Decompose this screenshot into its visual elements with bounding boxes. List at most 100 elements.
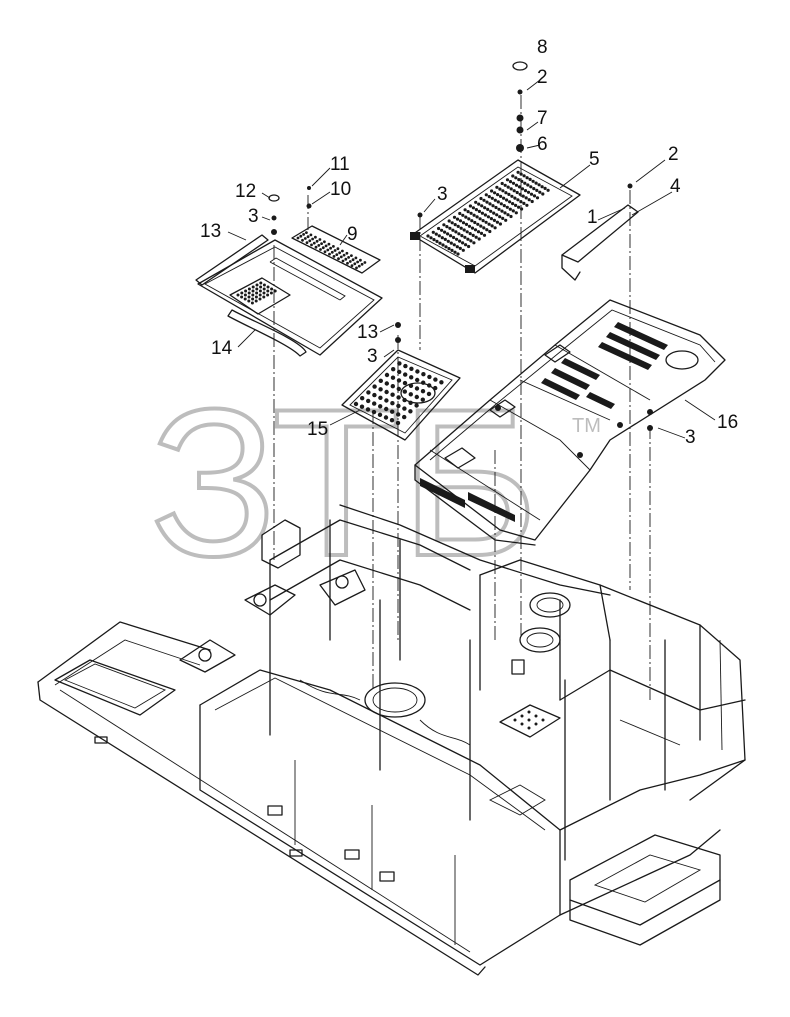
grille-slot-dot	[359, 258, 362, 262]
callout-2-right: 2	[668, 144, 679, 165]
perforation-dot	[254, 295, 258, 299]
perforation-dot	[485, 228, 489, 232]
perforation-dot	[461, 213, 465, 217]
part-4-bracket	[561, 183, 639, 281]
perforation-dot	[508, 180, 513, 184]
perforation-dot	[508, 200, 512, 204]
perforation-dot	[371, 409, 377, 415]
perforation-dot	[266, 289, 270, 293]
perforation-dot	[516, 170, 520, 174]
perforation-dot	[457, 232, 461, 236]
perforation-dot	[402, 389, 407, 394]
perforation-dot	[444, 245, 448, 249]
perforation-dot	[504, 191, 508, 195]
grille-slot-dot	[332, 245, 335, 248]
perforation-dot	[353, 401, 359, 407]
perforation-dot	[420, 389, 426, 394]
perforation-dot	[415, 369, 420, 374]
perforation-dot	[500, 181, 504, 186]
perforation-dot	[447, 219, 451, 223]
perforation-dot	[251, 293, 255, 297]
perforation-dot	[509, 214, 513, 219]
perforation-dot	[537, 183, 541, 187]
grille-slot-dot	[309, 233, 313, 237]
grille-slot-dot	[306, 235, 310, 239]
perforation-dot	[505, 178, 510, 182]
perforation-dot	[251, 297, 255, 301]
perforation-dot	[396, 412, 401, 417]
leader-lines	[227, 79, 716, 439]
perforation-dot	[485, 200, 489, 204]
callout-13-top: 13	[200, 221, 221, 242]
perforation-dot	[395, 420, 401, 426]
perforation-dot	[514, 203, 518, 207]
perforation-dot	[525, 203, 529, 207]
perforation-dot	[495, 185, 499, 189]
perforation-dot	[482, 226, 486, 230]
perforation-dot	[437, 226, 441, 231]
perforation-dot	[458, 239, 462, 243]
perforation-dot	[482, 233, 487, 237]
perforation-dot	[236, 293, 240, 297]
callout-16: 16	[717, 412, 738, 433]
perforation-dot	[488, 202, 492, 206]
perforation-dot	[365, 407, 371, 412]
callout-5: 5	[589, 149, 600, 170]
perforation-dot	[503, 183, 507, 187]
perforation-dot	[508, 207, 512, 211]
grille-slot-dot	[310, 243, 313, 247]
perforation-dot	[447, 247, 451, 251]
grille-slot-dot	[336, 247, 340, 251]
hood-vents	[420, 322, 668, 522]
perforation-dot	[517, 185, 522, 189]
main-frame	[37, 504, 746, 976]
perforation-dot	[460, 234, 464, 238]
perforation-dot	[511, 209, 515, 213]
perforation-dot	[408, 400, 413, 405]
perforation-dot	[244, 289, 248, 293]
perforation-dot	[520, 179, 524, 183]
perforation-dot	[507, 192, 511, 196]
perforation-dot	[453, 223, 457, 227]
grille-slot-dot	[308, 239, 312, 243]
grille-slot-dot	[335, 253, 339, 256]
perforation-dot	[530, 199, 534, 204]
perforation-dot	[440, 236, 444, 240]
perforation-dot	[522, 201, 526, 205]
perforation-dot	[458, 211, 462, 216]
perforation-dot	[397, 369, 402, 375]
perforation-dot	[500, 209, 504, 213]
perforation-dot	[402, 406, 407, 411]
perforation-dot	[543, 186, 547, 190]
perforation-dot	[480, 211, 484, 215]
perforation-dot	[521, 194, 525, 198]
perforation-dot	[441, 243, 445, 247]
perforation-dot	[499, 194, 503, 198]
perforation-dot	[390, 409, 395, 414]
perforation-dot	[529, 192, 534, 196]
perforation-dot	[247, 299, 251, 303]
perforation-dot	[378, 404, 383, 409]
perforation-dot	[503, 211, 507, 215]
perforation-dot	[523, 189, 528, 193]
perforation-dot	[526, 190, 531, 194]
perforation-dot	[420, 397, 425, 402]
perforation-dot	[421, 380, 426, 385]
perforation-dot	[250, 301, 254, 305]
perforation-dot	[396, 403, 401, 409]
perforation-dot	[437, 234, 441, 238]
perforation-dot	[452, 235, 456, 240]
perforation-dot	[429, 236, 433, 240]
perforation-dot	[484, 220, 488, 224]
perforation-dot	[491, 204, 495, 208]
perforation-dot	[396, 378, 402, 383]
perforation-dot	[396, 386, 401, 392]
perforation-dot	[496, 193, 500, 197]
callout-7: 7	[537, 108, 548, 129]
grille-slot-dot	[354, 256, 358, 260]
callout-3-left: 3	[248, 206, 259, 227]
perforation-dot	[509, 187, 513, 191]
grille-slot-dot	[355, 266, 358, 270]
perforation-dot	[526, 183, 530, 187]
